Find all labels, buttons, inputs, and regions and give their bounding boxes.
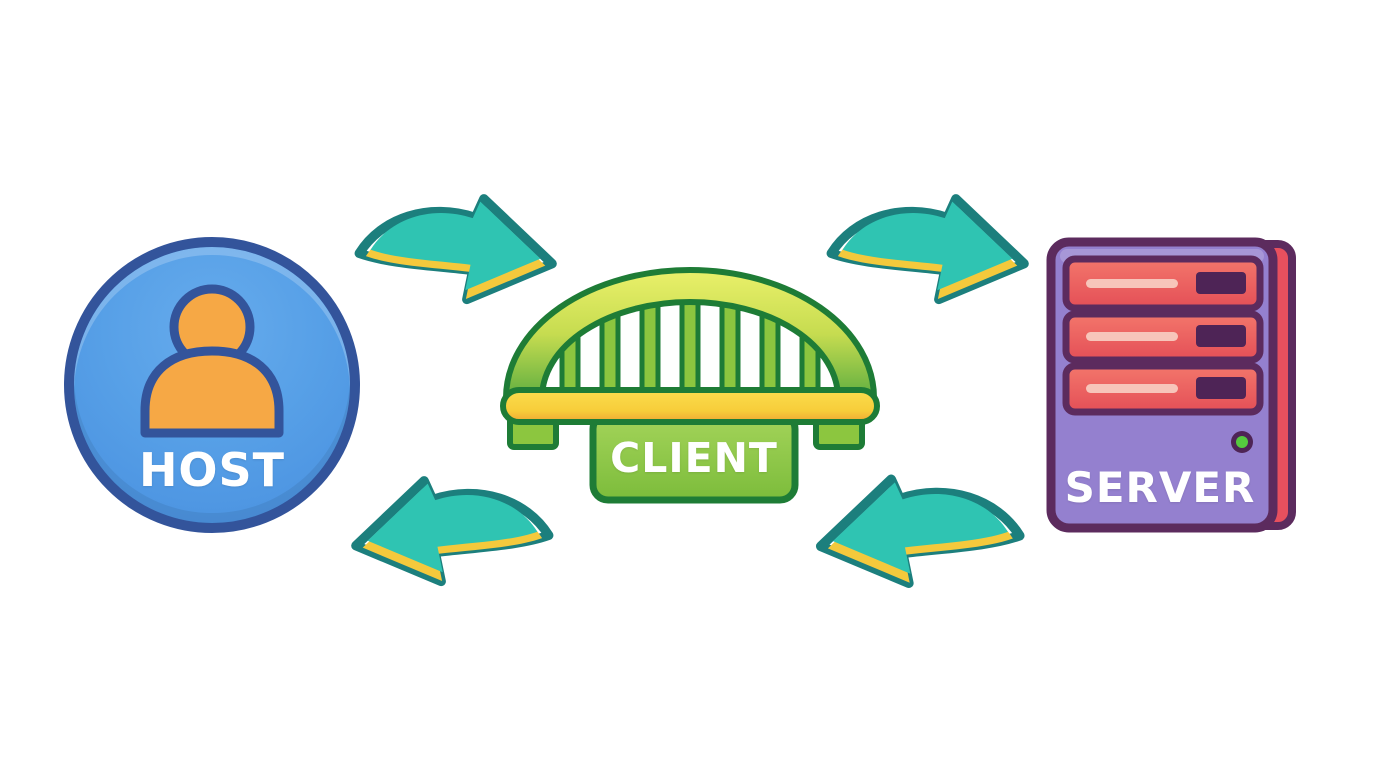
bridge-deck bbox=[500, 387, 880, 425]
server-slab-vents bbox=[1196, 272, 1246, 399]
client-label: CLIENT bbox=[610, 434, 778, 482]
host-label: HOST bbox=[138, 443, 286, 497]
server-node: SERVER bbox=[1046, 237, 1298, 533]
server-rack-icon bbox=[1046, 237, 1296, 533]
server-led bbox=[1231, 431, 1253, 453]
client-to-host-arrow curved-arrow-icon bbox=[338, 462, 570, 590]
person-icon bbox=[140, 284, 284, 438]
server-label: SERVER bbox=[1064, 463, 1256, 512]
host-node: HOST bbox=[64, 237, 360, 533]
server-to-client-arrow curved-arrow-icon bbox=[806, 460, 1038, 592]
client-node: CLIENT bbox=[500, 264, 880, 506]
host-to-client-arrow curved-arrow-icon bbox=[338, 180, 570, 308]
bridge-arch bbox=[503, 267, 877, 401]
server-slab-lights bbox=[1086, 279, 1178, 393]
bridge-icon bbox=[500, 267, 880, 504]
client-to-server-arrow curved-arrow-icon bbox=[810, 180, 1042, 308]
